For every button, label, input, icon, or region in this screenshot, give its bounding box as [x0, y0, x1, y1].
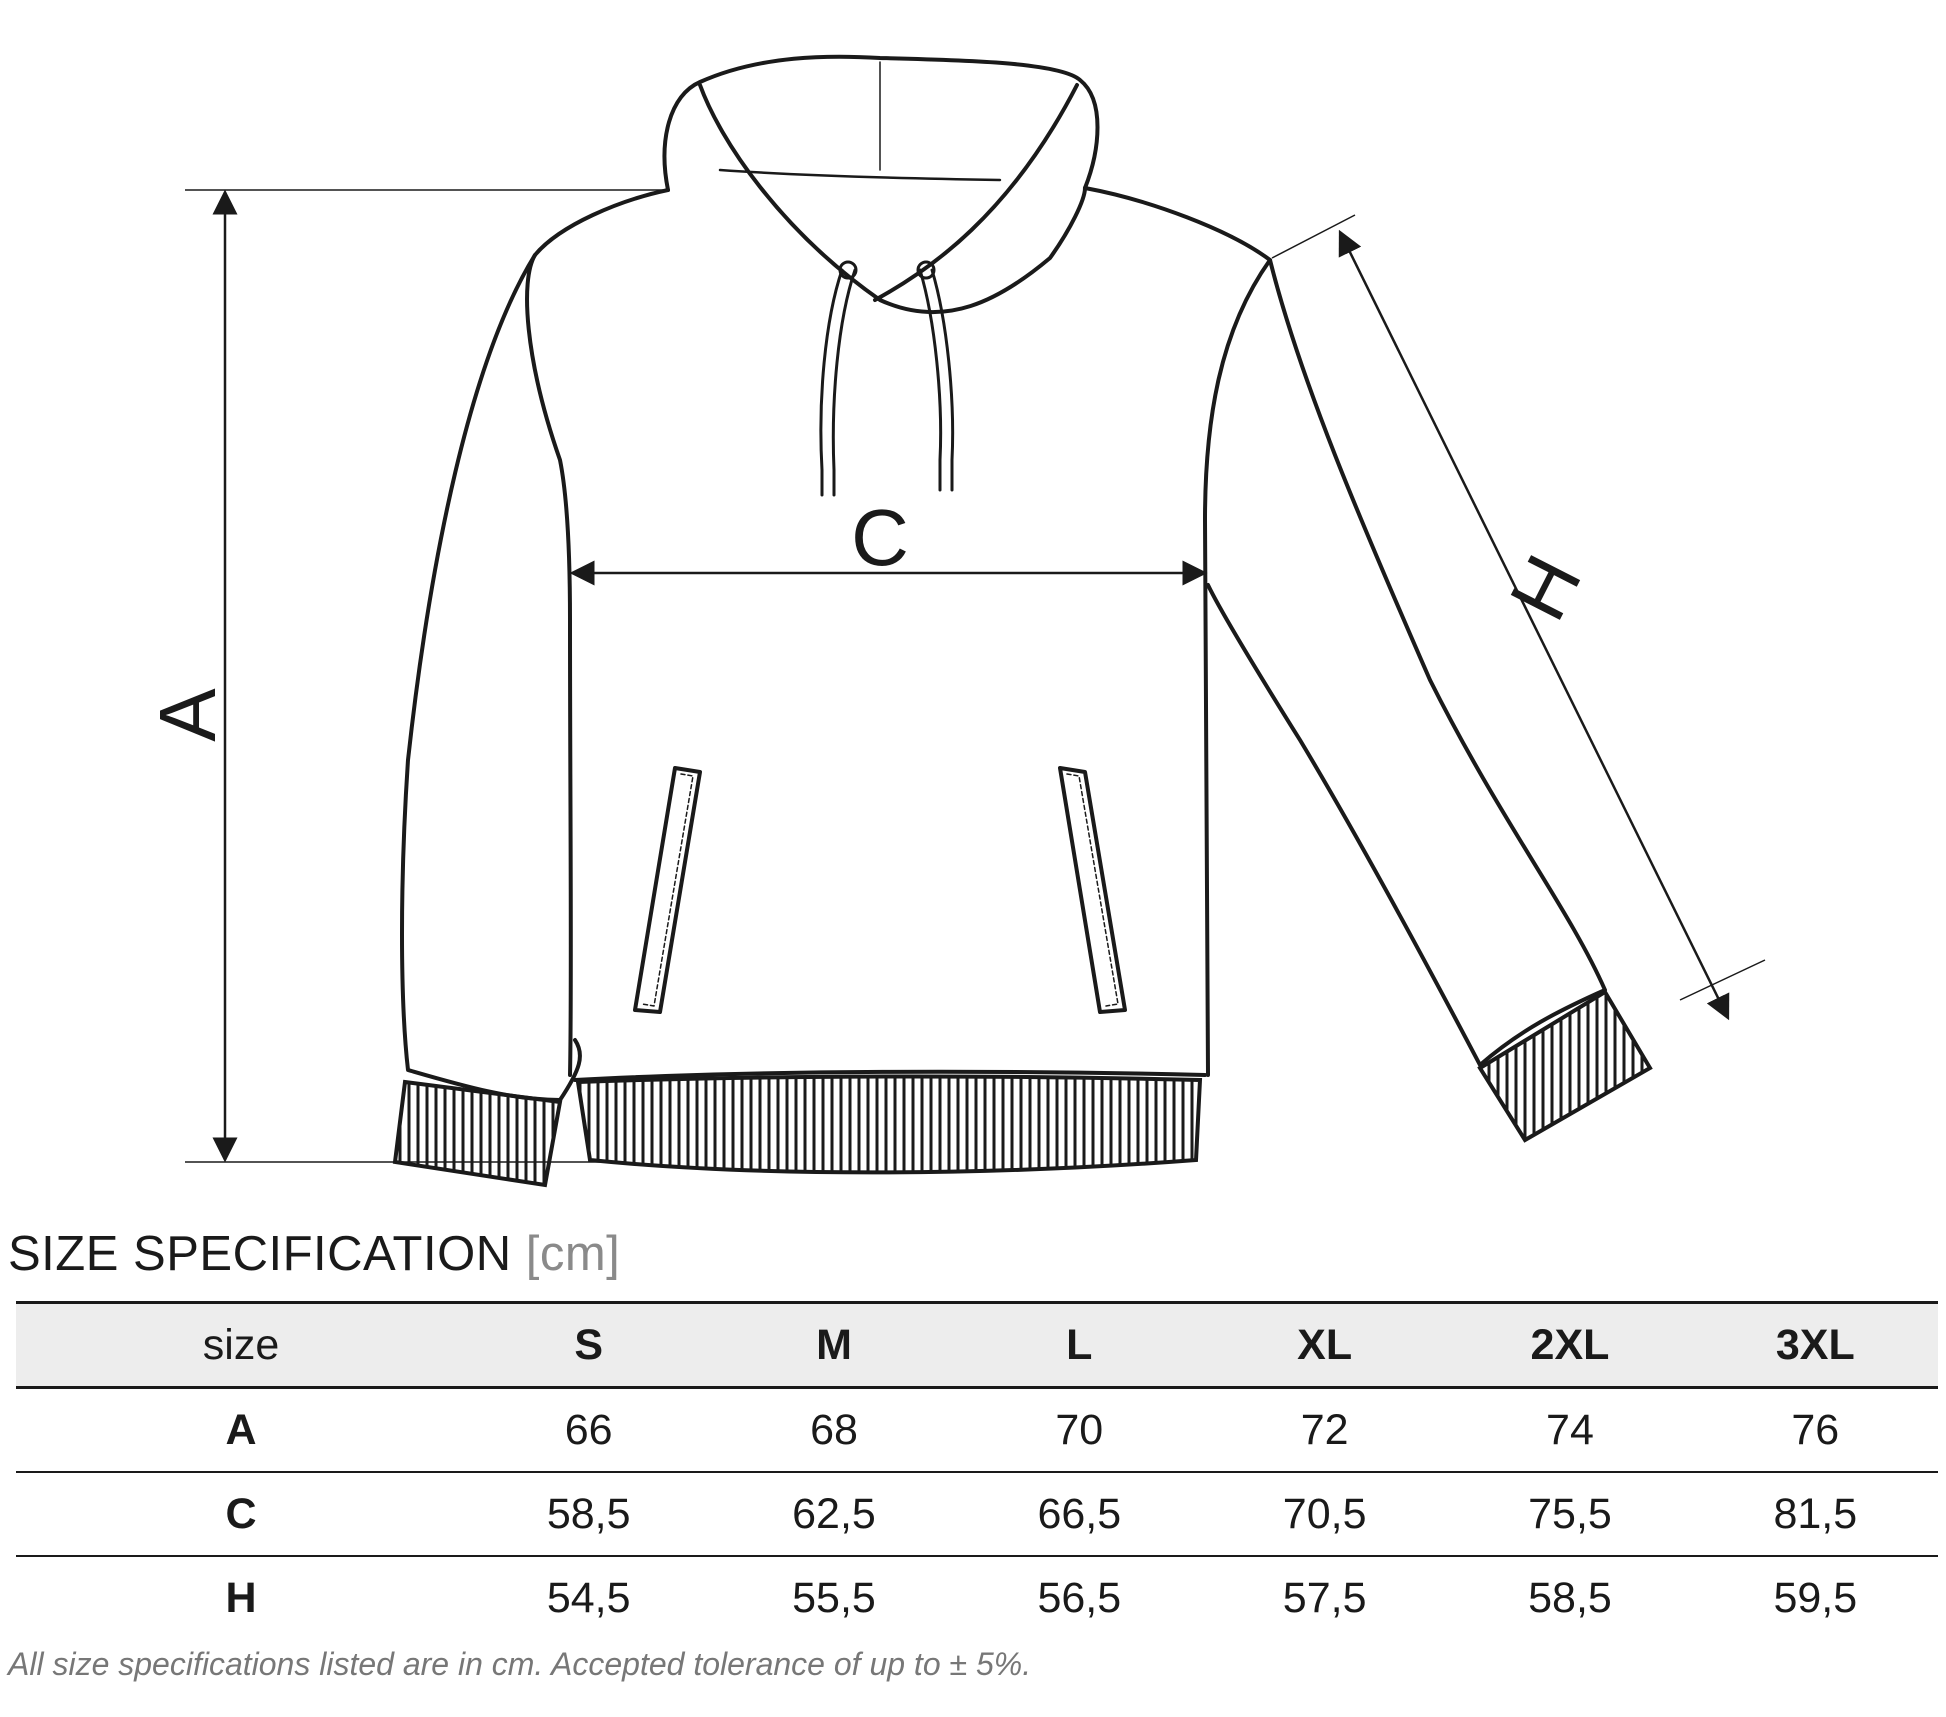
label-h: H: [1493, 542, 1599, 634]
spec-title-text: SIZE SPECIFICATION: [8, 1227, 512, 1281]
hood-opening: [698, 83, 1087, 315]
table-cell: 57,5: [1282, 1573, 1367, 1622]
spec-title: SIZE SPECIFICATION [cm]: [8, 1226, 620, 1282]
table-cell: 70: [956, 1387, 1202, 1473]
row-label: A: [16, 1387, 466, 1473]
table-cell: 58,5: [466, 1472, 712, 1557]
table-cell: 76: [1692, 1387, 1938, 1473]
drawstring-right: [918, 268, 943, 492]
table-header-row: size S M L XL 2XL 3XL: [16, 1301, 1938, 1389]
footnote: All size specifications listed are in cm…: [8, 1646, 1032, 1682]
waistband: [575, 1074, 1203, 1175]
dimension-h-line: [1338, 229, 1730, 1021]
header-s: S: [466, 1301, 712, 1389]
table-cell: 72: [1201, 1387, 1448, 1473]
right-pocket: [1058, 766, 1127, 1014]
size-specification-table: size S M L XL 2XL 3XL A 66 68 70 72 74 7…: [16, 1301, 1938, 1639]
table-cell: 68: [711, 1387, 957, 1473]
table-cell: 81,5: [1692, 1472, 1938, 1557]
header-xl: XL: [1201, 1301, 1448, 1389]
body-outline-left: [525, 188, 670, 1077]
row-label: C: [16, 1472, 466, 1557]
hood-outline: [662, 54, 1100, 192]
hem-top: [573, 1069, 1207, 1082]
right-sleeve: [1206, 258, 1607, 1067]
hoodie-drawing: A C H: [143, 54, 1766, 1188]
header-2xl: 2XL: [1447, 1301, 1693, 1389]
table-cell: 54,5: [546, 1573, 631, 1622]
table-cell: 70,5: [1201, 1472, 1448, 1557]
table-row: A 66 68 70 72 74 76: [16, 1387, 1938, 1473]
table-row: C 58,5 62,5 66,5 70,5 75,5 81,5: [16, 1472, 1938, 1557]
table-cell: 66,5: [956, 1472, 1202, 1557]
right-cuff: [1477, 989, 1653, 1143]
table-cell: 58,5: [1528, 1573, 1612, 1622]
left-sleeve: [400, 253, 582, 1102]
header-3xl: 3XL: [1692, 1301, 1938, 1389]
table-cell: 62,5: [711, 1472, 957, 1557]
label-c: C: [851, 493, 909, 582]
header-size: size: [16, 1301, 466, 1389]
table-cell: 75,5: [1447, 1472, 1693, 1557]
body-outline-right: [1083, 186, 1272, 1077]
table-cell: 66: [466, 1387, 712, 1473]
header-m: M: [711, 1301, 957, 1389]
spec-unit: [cm]: [525, 1227, 621, 1281]
row-label: H: [225, 1573, 257, 1622]
hoodie-diagram: A C H: [143, 54, 1766, 1188]
table-cell: 74: [1447, 1387, 1693, 1473]
table-cell: 56,5: [1037, 1573, 1122, 1622]
table-cell: 55,5: [792, 1573, 876, 1622]
drawstring-left: [819, 268, 844, 497]
label-a: A: [143, 688, 232, 742]
table-cell: 59,5: [1773, 1573, 1858, 1622]
left-pocket: [633, 766, 702, 1014]
left-cuff: [392, 1079, 563, 1188]
table-row: H 54,5 55,5 56,5 57,5 58,5 59,5: [16, 1556, 1938, 1639]
header-l: L: [956, 1301, 1202, 1389]
